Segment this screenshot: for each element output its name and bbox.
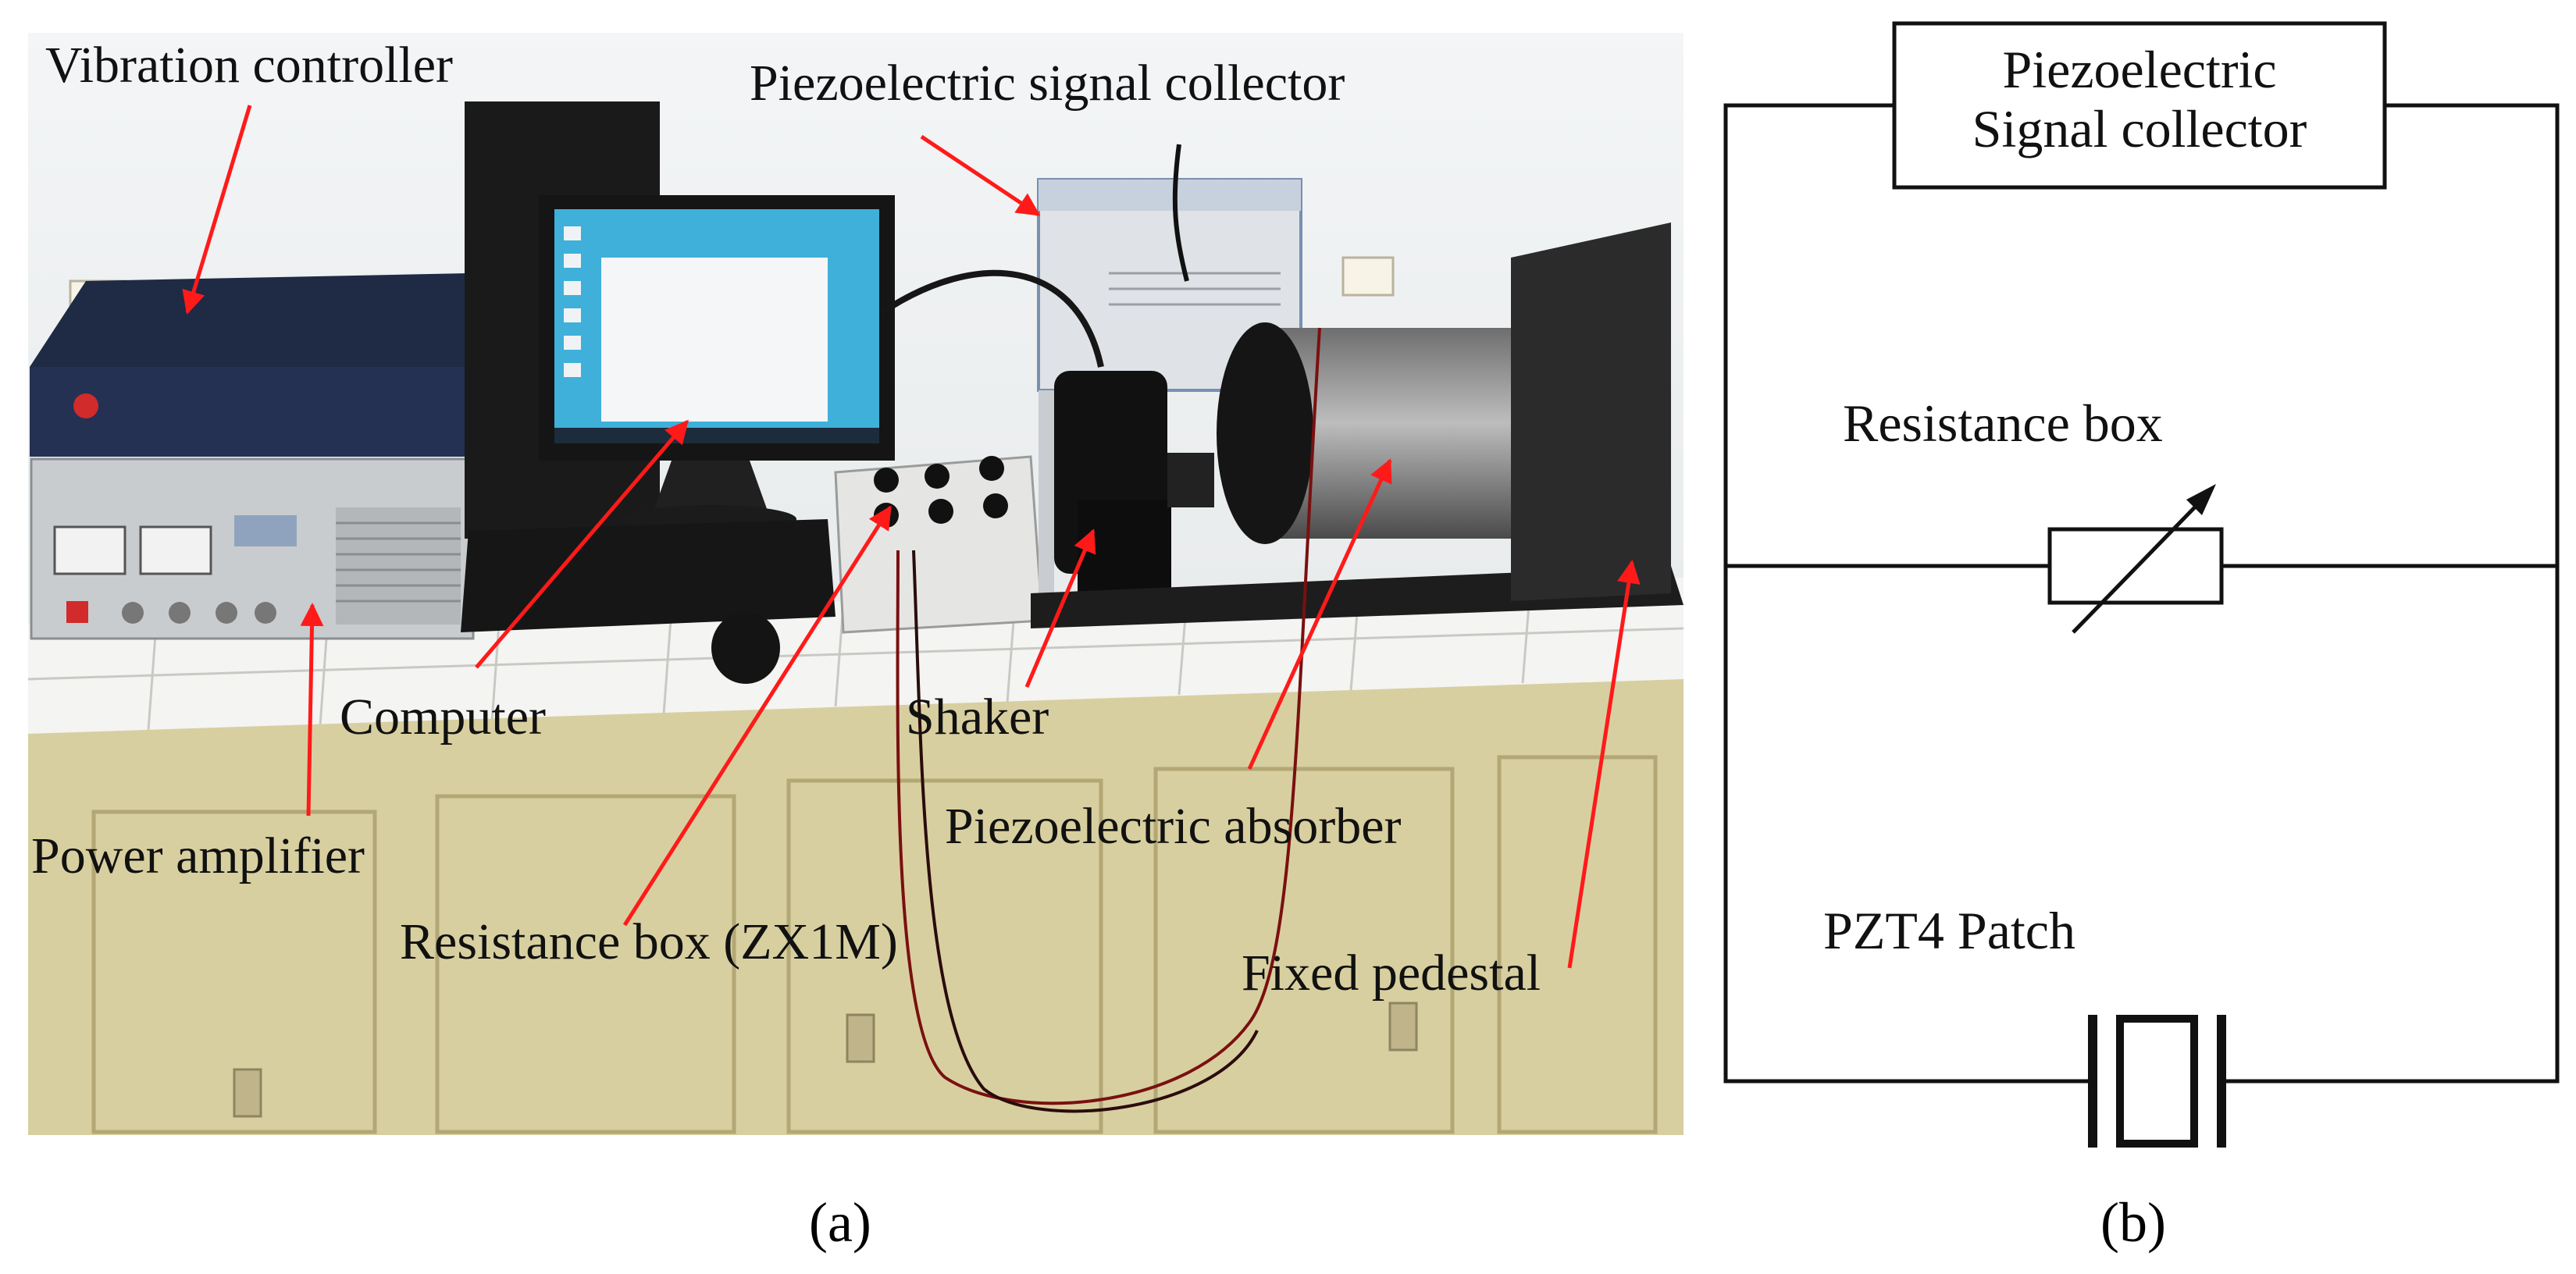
- label-resistance-box-zx1m: Resistance box (ZX1M): [400, 913, 898, 970]
- arrow-absorber: [1247, 458, 1392, 770]
- wall-socket: [1341, 256, 1395, 297]
- cables: [880, 144, 1321, 1113]
- power-amplifier-device: [30, 457, 475, 640]
- collector-box-line1: Piezoelectric: [2002, 40, 2276, 99]
- computer-setup: [461, 101, 895, 684]
- vibration-controller-device: [30, 273, 473, 457]
- collector-box-line2: Signal collector: [1972, 99, 2307, 158]
- cabinet-handles: [233, 1002, 1418, 1118]
- caption-b: (b): [2100, 1191, 2166, 1254]
- wire-top-right: [2221, 103, 2560, 1084]
- variable-resistor-arrowhead: [2186, 484, 2216, 515]
- label-signal-collector: Piezoelectric signal collector: [750, 55, 1345, 112]
- mouse: [711, 612, 780, 684]
- panel-a-arrows: [182, 105, 1641, 969]
- label-fixed-pedestal: Fixed pedestal: [1242, 945, 1541, 1002]
- label-shaker: Shaker: [906, 689, 1049, 746]
- label-power-amplifier: Power amplifier: [31, 827, 365, 884]
- label-pzt-patch: PZT4 Patch: [1823, 901, 2075, 960]
- arrow-fixed-pedestal: [1567, 560, 1641, 969]
- arrow-resistance-box: [622, 505, 893, 927]
- panel-a-labels: Vibration controller Piezoelectric signa…: [31, 37, 1541, 1002]
- collector-box: [1892, 21, 2387, 190]
- label-absorber: Piezoelectric absorber: [945, 798, 1402, 855]
- cabinet-front: [28, 679, 1683, 1135]
- wire-top-left: [1723, 103, 2093, 1084]
- pzt-element: [2116, 1015, 2198, 1148]
- arrow-computer: [475, 419, 689, 669]
- arrow-shaker: [1024, 528, 1096, 688]
- arrow-power-amplifier: [300, 603, 324, 817]
- arrow-vibration-controller: [182, 105, 252, 315]
- label-resistance-box: Resistance box: [1843, 393, 2163, 453]
- variable-resistor-arrow: [2072, 490, 2211, 634]
- arrow-signal-collector: [920, 134, 1041, 217]
- caption-a: (a): [809, 1191, 871, 1254]
- keyboard: [461, 519, 836, 632]
- panel-b-circuit: Piezoelectric Signal collector Resistanc…: [1723, 21, 2560, 1148]
- signal-collector-device: [1037, 178, 1302, 625]
- fixed-pedestal-plate: [1511, 222, 1671, 601]
- label-vibration-controller: Vibration controller: [45, 37, 453, 94]
- label-computer: Computer: [340, 689, 546, 746]
- panel-a-photo: [27, 33, 1684, 1135]
- cabinet-doors: [91, 755, 1658, 1134]
